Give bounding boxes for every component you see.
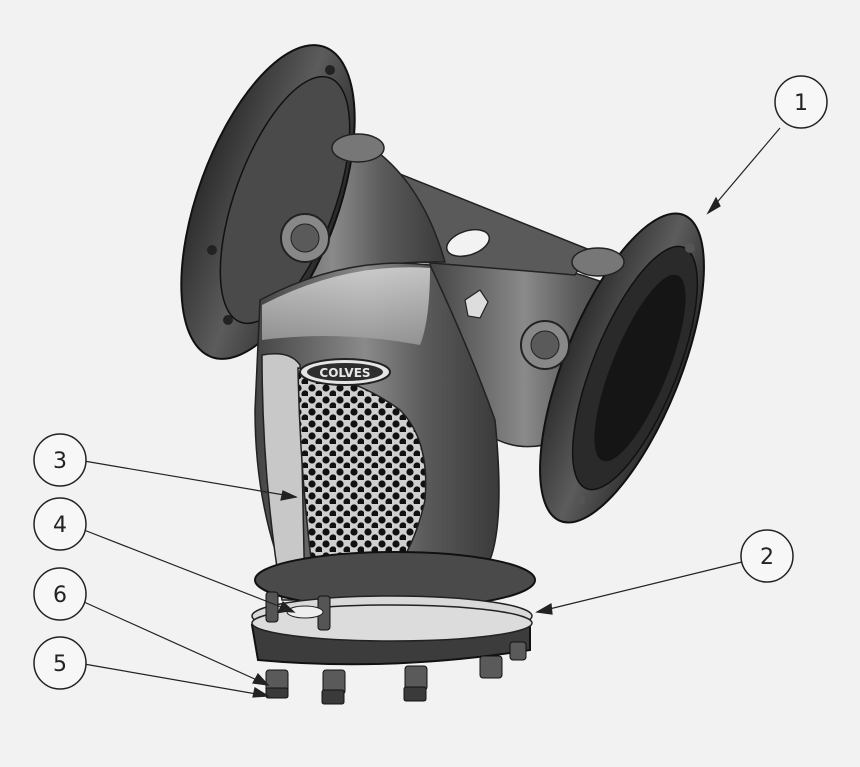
brand-logo-text: COLVES bbox=[319, 366, 370, 380]
svg-text:5: 5 bbox=[53, 652, 67, 677]
callout-5: 5 bbox=[33, 636, 87, 690]
nuts bbox=[265, 641, 527, 705]
leader-lines bbox=[83, 127, 781, 698]
svg-text:6: 6 bbox=[53, 583, 67, 608]
inlet-flange bbox=[180, 44, 356, 360]
callout-3: 3 bbox=[33, 433, 87, 487]
boss-top-right bbox=[571, 247, 625, 277]
callout-4: 4 bbox=[33, 497, 87, 551]
perforated-screen bbox=[297, 367, 427, 591]
rib-slot bbox=[446, 228, 490, 258]
svg-text:2: 2 bbox=[760, 545, 774, 570]
callout-1: 1 bbox=[774, 75, 828, 129]
studs bbox=[265, 591, 331, 631]
brand-plate: COLVES bbox=[299, 358, 391, 386]
chamber-highlight bbox=[262, 267, 430, 345]
svg-text:4: 4 bbox=[53, 513, 67, 538]
boss-top-left bbox=[331, 133, 385, 163]
svg-text:1: 1 bbox=[794, 91, 808, 116]
callout-2: 2 bbox=[740, 529, 794, 583]
callout-6: 6 bbox=[33, 567, 87, 621]
outlet-flange bbox=[539, 212, 705, 524]
flow-arrow-icon bbox=[464, 289, 489, 319]
svg-text:3: 3 bbox=[53, 449, 67, 474]
